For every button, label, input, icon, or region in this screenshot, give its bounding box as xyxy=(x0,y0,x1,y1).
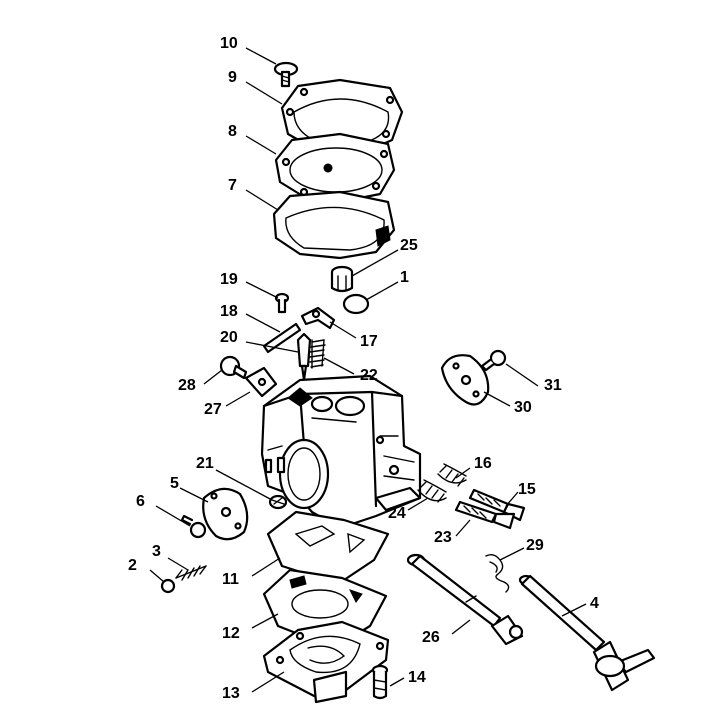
callout-25: 25 xyxy=(400,237,418,254)
part-14-screw xyxy=(371,664,389,700)
callout-26: 26 xyxy=(422,629,440,646)
part-5-plate xyxy=(202,487,249,541)
part-29-spring xyxy=(485,553,510,593)
callout-23: 23 xyxy=(434,529,452,546)
part-23-screw xyxy=(454,500,516,530)
callout-11: 11 xyxy=(222,571,239,588)
part-17-lever xyxy=(300,306,336,330)
part-11-gasket xyxy=(266,510,390,586)
part-15-screw xyxy=(468,488,526,522)
part-20-needle xyxy=(296,332,312,382)
callout-2: 2 xyxy=(128,557,137,574)
callout-15: 15 xyxy=(518,481,536,498)
callout-4: 4 xyxy=(590,595,599,612)
part-21-filter xyxy=(268,494,288,510)
part-25-cap xyxy=(330,265,354,293)
callout-27: 27 xyxy=(204,401,222,418)
callout-24: 24 xyxy=(388,505,406,522)
callout-labels: 10 9 8 7 25 1 19 18 17 20 22 28 27 31 30… xyxy=(128,35,599,702)
callout-14: 14 xyxy=(408,669,426,686)
callout-20: 20 xyxy=(220,329,238,346)
part-8-diaphragm xyxy=(274,132,396,202)
part-22-spring xyxy=(309,339,326,369)
callout-12: 12 xyxy=(222,625,240,642)
callout-21: 21 xyxy=(196,455,214,472)
part-16-spring xyxy=(437,463,467,487)
part-13-pump-cover xyxy=(262,620,390,704)
callout-28: 28 xyxy=(178,377,196,394)
callout-3: 3 xyxy=(152,543,161,560)
callout-29: 29 xyxy=(526,537,544,554)
callout-30: 30 xyxy=(514,399,532,416)
callout-9: 9 xyxy=(228,69,237,86)
callout-10: 10 xyxy=(220,35,238,52)
callout-22: 22 xyxy=(360,367,378,384)
part-1-disc xyxy=(342,293,370,315)
part-19-screw xyxy=(274,292,290,314)
callout-5: 5 xyxy=(170,475,179,492)
part-3-spring xyxy=(175,565,207,581)
part-30-plate xyxy=(440,354,490,406)
part-28-screw xyxy=(219,355,248,380)
part-10-screw xyxy=(273,61,299,88)
callout-19: 19 xyxy=(220,271,238,288)
callout-31: 31 xyxy=(544,377,562,394)
part-26-choke-shaft xyxy=(406,553,524,646)
callout-16: 16 xyxy=(474,455,492,472)
callout-6: 6 xyxy=(136,493,145,510)
part-27-bracket xyxy=(244,366,278,398)
part-31-screw xyxy=(480,349,507,372)
part-6-screw xyxy=(180,514,207,539)
part-18-pin xyxy=(262,322,302,354)
part-4-throttle-shaft xyxy=(518,574,656,692)
carburetor-body xyxy=(260,374,422,530)
part-7-gasket xyxy=(272,190,396,260)
callout-7: 7 xyxy=(228,177,237,194)
callout-13: 13 xyxy=(222,685,240,702)
callout-8: 8 xyxy=(228,123,237,140)
callout-17: 17 xyxy=(360,333,378,350)
part-24-spring xyxy=(417,479,447,503)
leader-lines xyxy=(149,47,587,693)
callout-18: 18 xyxy=(220,303,238,320)
callout-1: 1 xyxy=(400,269,409,286)
part-2-ball xyxy=(160,578,176,594)
